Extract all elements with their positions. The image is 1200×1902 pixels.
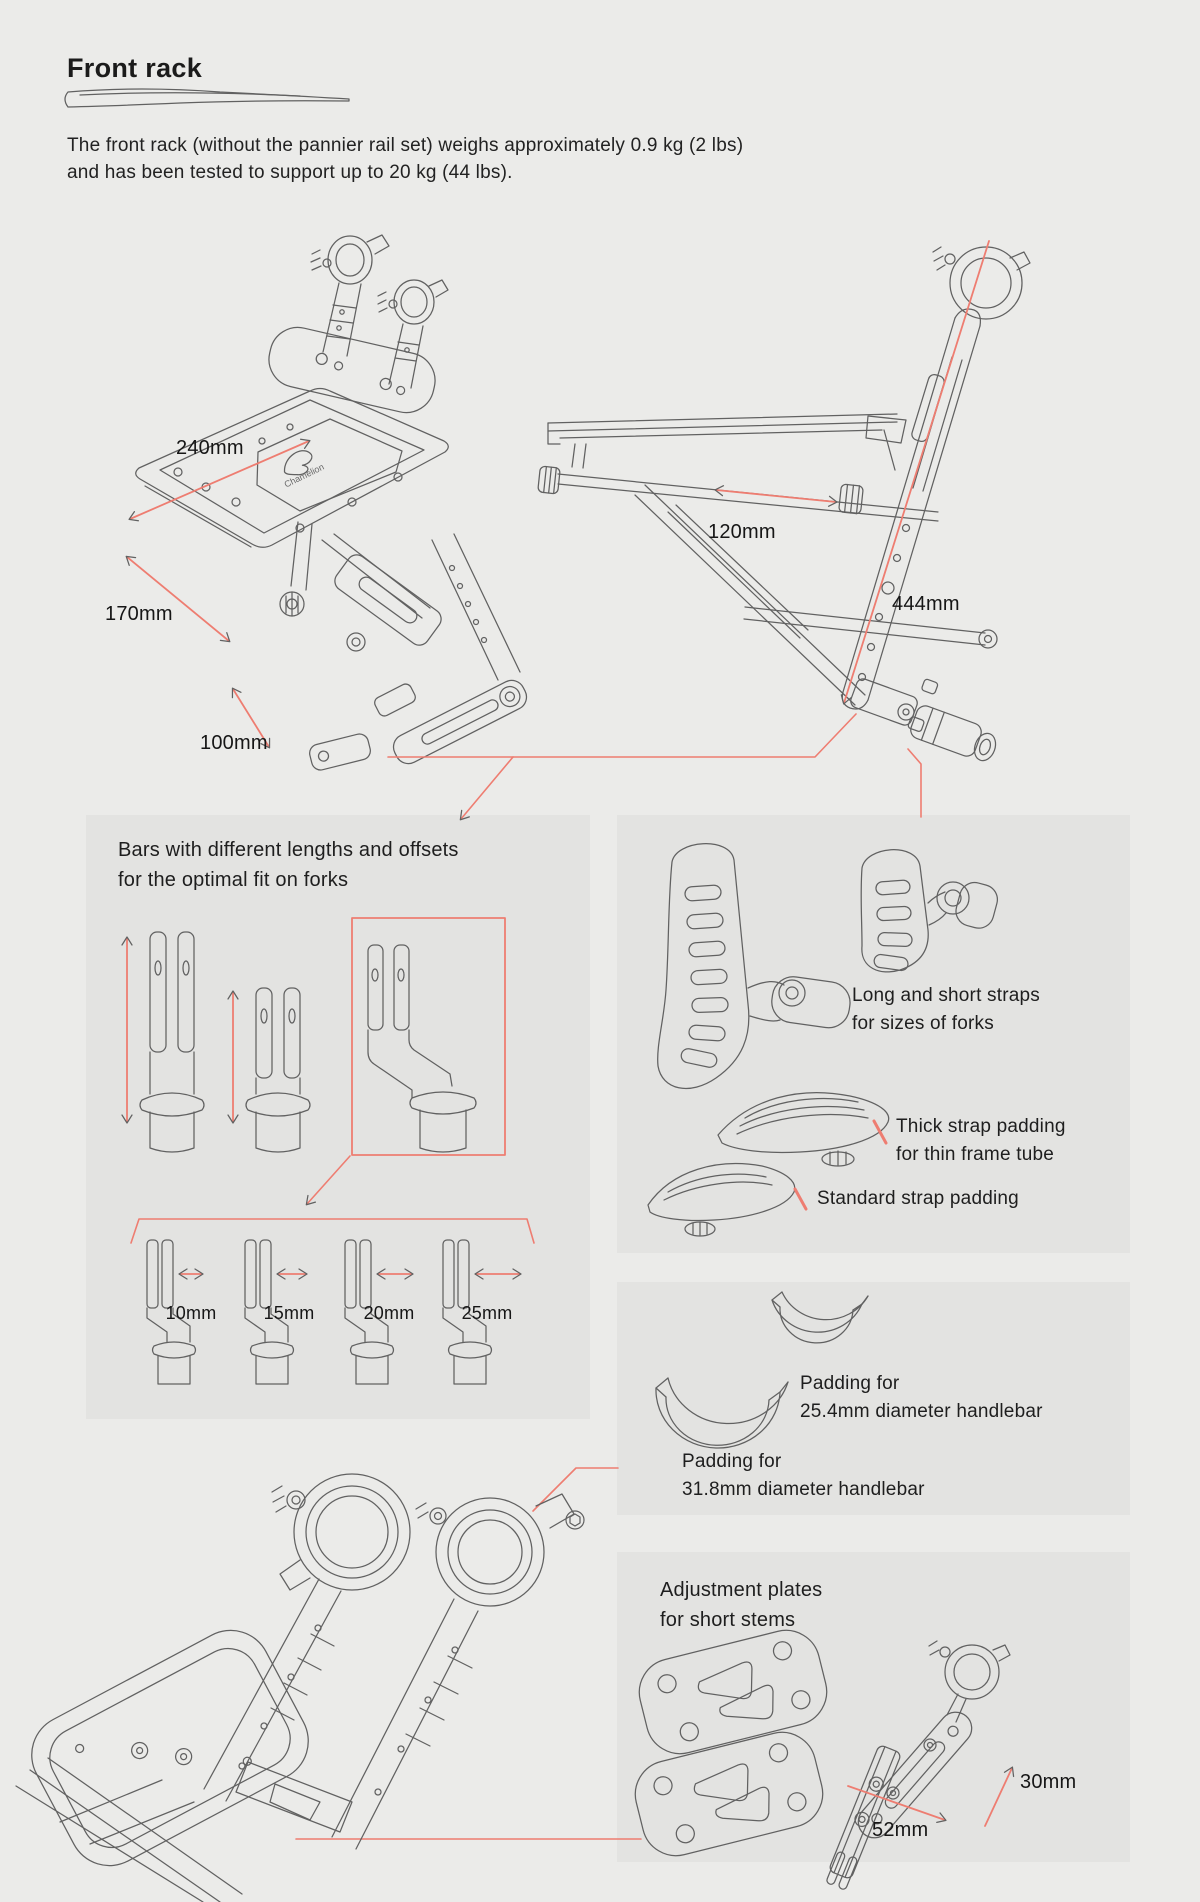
offset-label-25mm: 25mm: [461, 1303, 513, 1323]
dim-label-444mm: 444mm: [892, 593, 960, 615]
intro-line-2: and has been tested to support up to 20 …: [67, 162, 513, 183]
fork-bars-drawing: [121, 917, 535, 1385]
bars-panel-title-line-2: for the optimal fit on forks: [118, 869, 349, 891]
straps-label-line-1: Long and short straps: [852, 985, 1040, 1006]
panel-handlebar-padding: [617, 1282, 1130, 1515]
dim-label-240mm: 240mm: [176, 437, 244, 459]
handlebar-padding-drawing: [655, 1291, 869, 1449]
intro-line-1: The front rack (without the pannier rail…: [67, 135, 744, 156]
bars-panel-title-line-1: Bars with different lengths and offsets: [118, 839, 459, 861]
dim-label-30mm: 30mm: [1020, 1771, 1077, 1793]
adjustment-plates-drawing: [634, 1629, 1015, 1890]
offset-label-15mm: 15mm: [263, 1303, 315, 1323]
adjustment-panel-title-line-2: for short stems: [660, 1609, 796, 1631]
straps-drawing: [647, 843, 998, 1237]
standard-padding-label: Standard strap padding: [817, 1188, 1019, 1209]
offset-label-10mm: 10mm: [165, 1303, 217, 1323]
panel-straps: [617, 815, 1130, 1253]
thick-padding-label-line-1: Thick strap padding: [896, 1116, 1066, 1137]
title-underline-swoosh: [64, 88, 350, 108]
padding-318-label-line-1: Padding for: [682, 1451, 782, 1472]
dim-label-52mm: 52mm: [872, 1819, 929, 1841]
page-title: Front rack: [67, 53, 203, 83]
adjustment-panel-title-line-1: Adjustment plates: [660, 1579, 823, 1601]
front-rack-side-view-drawing: [537, 240, 1031, 818]
stem-clamps-large-drawing: [15, 1473, 585, 1902]
offset-label-20mm: 20mm: [363, 1303, 415, 1323]
padding-318-label-line-2: 31.8mm diameter handlebar: [682, 1479, 925, 1500]
panel-bars: [86, 815, 590, 1419]
dim-label-170mm: 170mm: [105, 603, 173, 625]
panel-adjustment-plates: [617, 1552, 1130, 1862]
dim-label-100mm: 100mm: [200, 732, 268, 754]
padding-254-label-line-2: 25.4mm diameter handlebar: [800, 1401, 1043, 1422]
dim-label-120mm: 120mm: [708, 521, 776, 543]
padding-254-label-line-1: Padding for: [800, 1373, 900, 1394]
section-connector-lines: [295, 713, 857, 1840]
front-rack-front-view-drawing: Chamelion: [125, 234, 528, 771]
straps-label-line-2: for sizes of forks: [852, 1013, 994, 1034]
thick-padding-label-line-2: for thin frame tube: [896, 1144, 1054, 1165]
